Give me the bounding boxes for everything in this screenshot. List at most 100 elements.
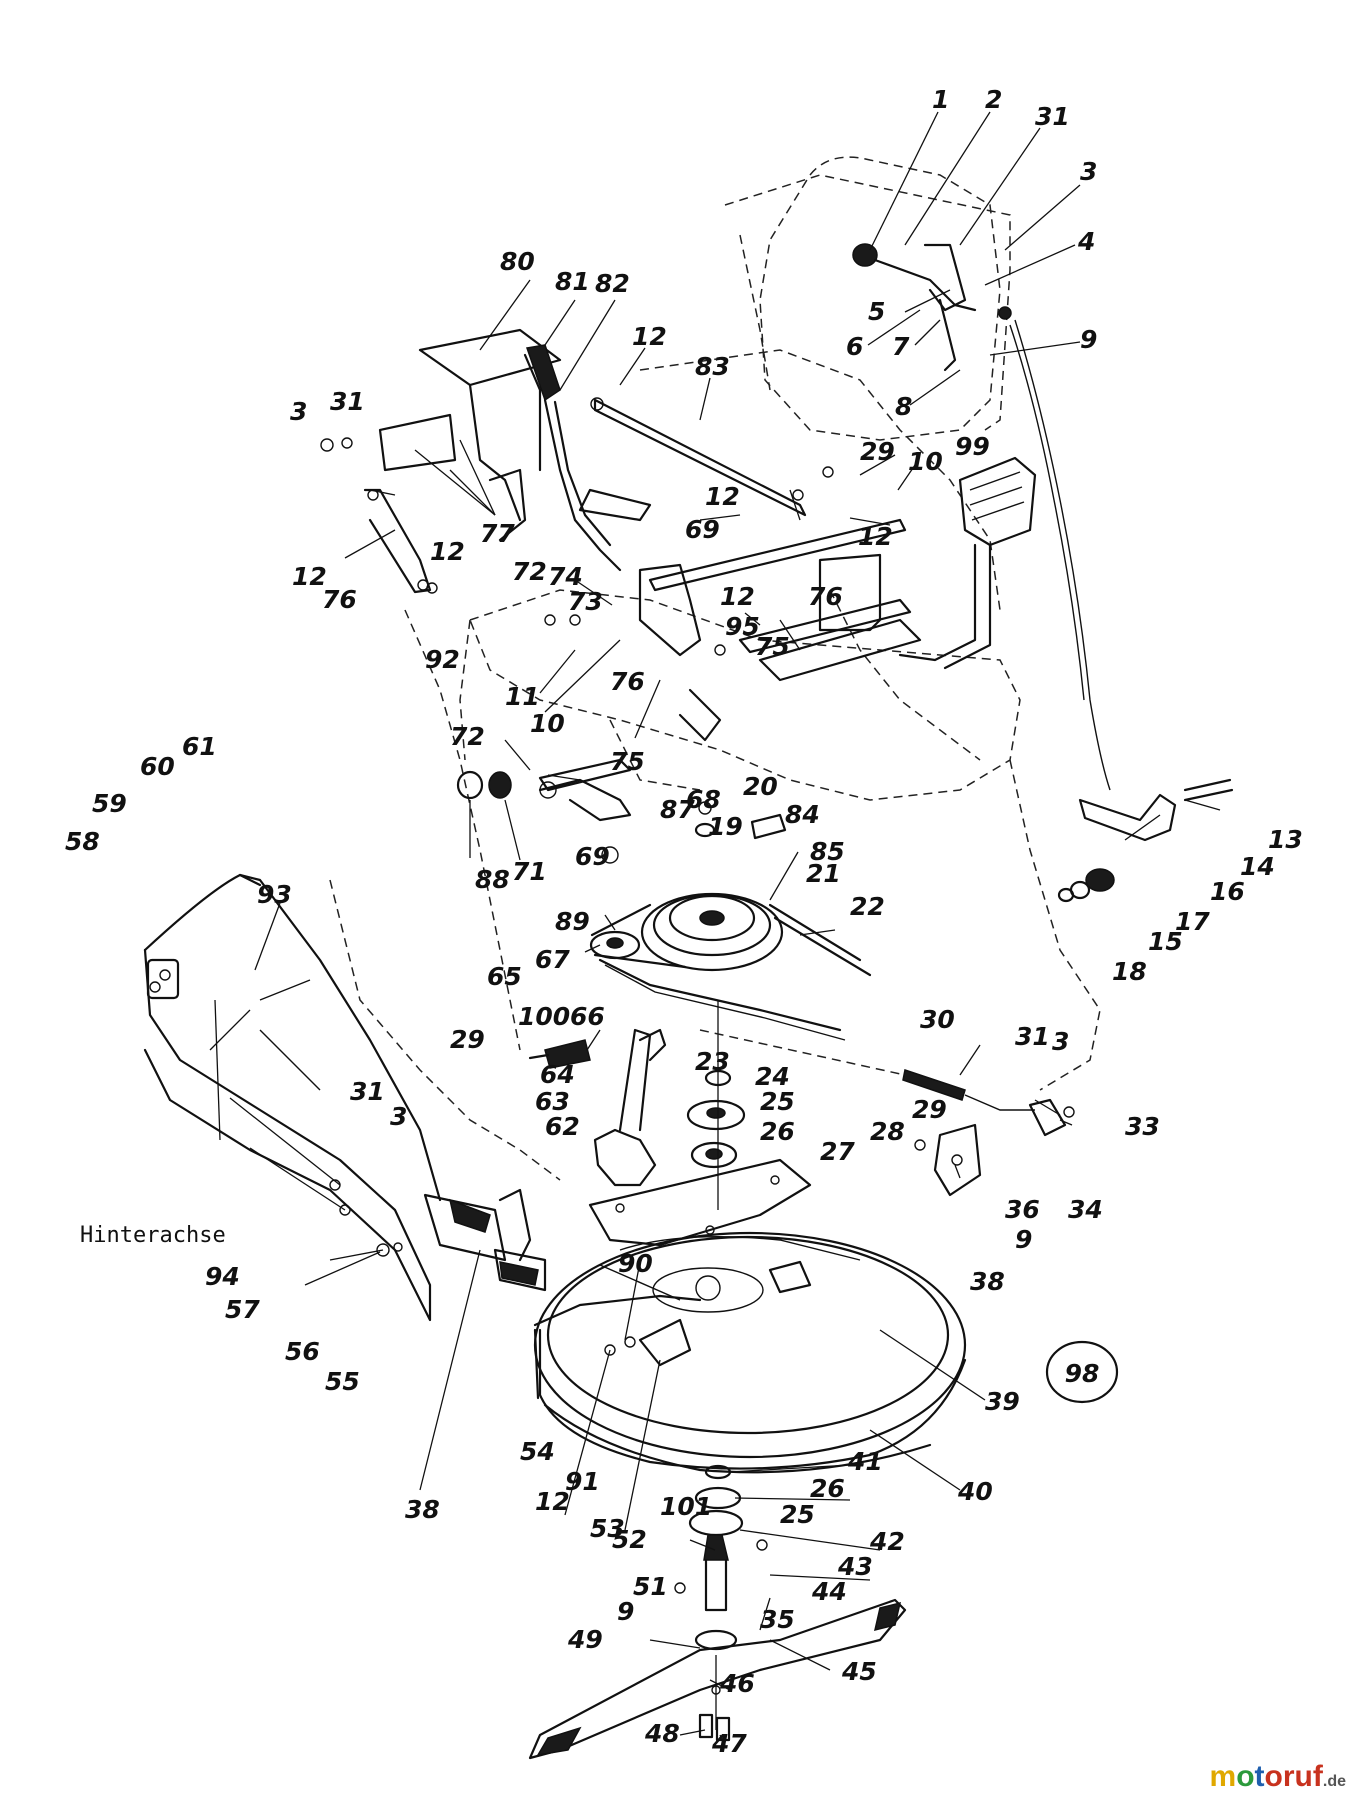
part-label-76c: 76 — [610, 667, 645, 696]
upper-spindle-stack — [686, 1000, 746, 1210]
mower-deck-housing — [533, 1231, 967, 1474]
part-label-18: 18 — [1112, 957, 1147, 986]
part-label-4: 4 — [1077, 227, 1095, 256]
part-label-23: 23 — [695, 1047, 730, 1076]
control-lever-assembly — [852, 243, 1111, 791]
part-label-47: 47 — [711, 1729, 747, 1758]
part-label-36: 36 — [1005, 1195, 1040, 1224]
cable-bracket — [1057, 778, 1234, 903]
part-label-29c: 29 — [450, 1025, 485, 1054]
part-label-12d: 12 — [720, 582, 755, 611]
part-label-63: 63 — [535, 1087, 570, 1116]
part-label-62: 62 — [545, 1112, 580, 1141]
part-label-45: 45 — [841, 1657, 877, 1686]
part-label-34: 34 — [1068, 1195, 1103, 1224]
part-label-10: 10 — [908, 447, 943, 476]
watermark-part-1: m — [1209, 1760, 1237, 1793]
axle-note-hinterachse: Hinterachse — [80, 1223, 226, 1248]
part-label-69: 69 — [685, 515, 720, 544]
part-label-12b: 12 — [705, 482, 740, 511]
idler-bracket — [528, 1028, 667, 1187]
part-label-13: 13 — [1268, 825, 1303, 854]
part-label-95: 95 — [725, 612, 760, 641]
part-label-67: 67 — [535, 945, 570, 974]
part-label-3d: 3 — [390, 1102, 407, 1131]
part-label-12c: 12 — [858, 522, 893, 551]
part-label-82: 82 — [595, 269, 630, 298]
part-label-72b: 72 — [450, 722, 485, 751]
part-number-labels: 1 2 31 3 4 5 6 7 9 8 80 81 82 12 83 3 31… — [65, 85, 1303, 1758]
part-label-75: 75 — [755, 632, 790, 661]
part-label-12g: 12 — [535, 1487, 570, 1516]
part-label-30: 30 — [920, 1005, 955, 1034]
part-label-101: 101 — [660, 1492, 712, 1521]
part-label-12: 12 — [632, 322, 667, 351]
part-label-5: 5 — [868, 297, 885, 326]
part-label-100: 100 — [518, 1002, 570, 1031]
rear-discharge-guard — [143, 873, 442, 1322]
part-label-9c: 9 — [617, 1597, 634, 1626]
part-label-43: 43 — [837, 1552, 873, 1581]
part-label-28: 28 — [870, 1117, 905, 1146]
part-label-83: 83 — [695, 352, 730, 381]
part-label-11: 11 — [505, 682, 540, 711]
part-label-84: 84 — [785, 800, 820, 829]
part-label-51: 51 — [633, 1572, 668, 1601]
part-label-26b: 26 — [810, 1474, 845, 1503]
part-label-76b: 76 — [322, 585, 357, 614]
part-label-40: 40 — [957, 1477, 993, 1506]
part-label-6: 6 — [846, 332, 863, 361]
part-label-21: 21 — [806, 859, 841, 888]
part-label-8: 8 — [895, 392, 912, 421]
part-label-15: 15 — [1148, 927, 1183, 956]
part-label-66: 66 — [570, 1002, 605, 1031]
part-label-49: 49 — [567, 1625, 603, 1654]
part-label-65: 65 — [487, 962, 522, 991]
part-label-81: 81 — [555, 267, 590, 296]
watermark-part-3: t — [1254, 1760, 1265, 1793]
brake-pedal-assembly — [898, 456, 1037, 670]
part-label-77: 77 — [480, 519, 515, 548]
watermark-suffix: .de — [1322, 1773, 1346, 1790]
part-label-92: 92 — [425, 645, 460, 674]
part-label-24: 24 — [755, 1062, 790, 1091]
part-label-20: 20 — [743, 772, 778, 801]
watermark-part-2: o — [1236, 1760, 1255, 1793]
part-label-53: 53 — [590, 1514, 625, 1543]
part-label-42: 42 — [869, 1527, 905, 1556]
part-label-64: 64 — [540, 1060, 575, 1089]
part-label-14: 14 — [1240, 852, 1275, 881]
part-label-88: 88 — [475, 865, 510, 894]
part-label-71: 71 — [512, 857, 547, 886]
part-label-57: 57 — [225, 1295, 260, 1324]
part-label-35: 35 — [760, 1605, 795, 1634]
tension-spring-bracket — [699, 1029, 1067, 1197]
chassis-outline — [329, 349, 1101, 1181]
part-label-17: 17 — [1175, 907, 1210, 936]
part-label-99: 99 — [955, 432, 990, 461]
drive-pulley-assembly — [589, 892, 872, 1041]
part-label-68: 68 — [686, 785, 721, 814]
part-label-3c: 3 — [1052, 1027, 1069, 1056]
part-label-85: 85 — [810, 837, 845, 866]
part-label-76: 76 — [808, 582, 843, 611]
part-label-7: 7 — [892, 332, 910, 361]
part-label-60: 60 — [140, 752, 175, 781]
part-label-39: 39 — [985, 1387, 1020, 1416]
seat-outline — [724, 156, 1011, 441]
part-label-54: 54 — [520, 1437, 555, 1466]
watermark-part-4: oruf — [1264, 1760, 1323, 1793]
part-label-31d: 31 — [350, 1077, 385, 1106]
lift-arms — [538, 553, 922, 822]
part-label-31: 31 — [1035, 102, 1070, 131]
part-label-25: 25 — [760, 1087, 795, 1116]
part-label-22: 22 — [850, 892, 885, 921]
part-label-19: 19 — [708, 812, 743, 841]
part-label-55: 55 — [325, 1367, 360, 1396]
part-label-12f: 12 — [430, 537, 465, 566]
deck-mounting-plate — [588, 1158, 812, 1247]
circled-page-marker: 98 — [1045, 1340, 1119, 1404]
part-label-41: 41 — [847, 1447, 883, 1476]
part-label-72: 72 — [512, 557, 547, 586]
